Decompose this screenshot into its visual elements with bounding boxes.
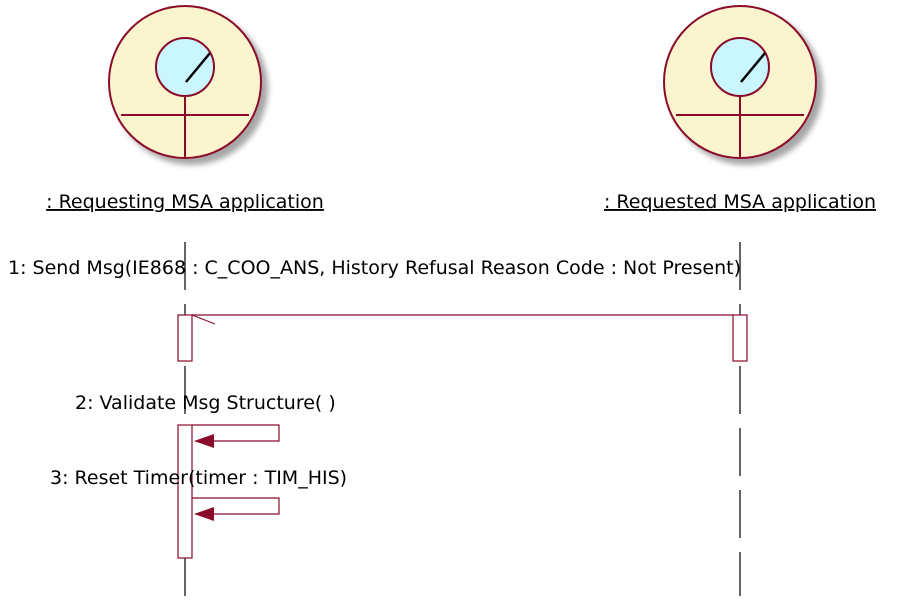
message-2[interactable]: 2: Validate Msg Structure( )	[75, 392, 336, 448]
activation-bar	[732, 314, 748, 362]
boundary-object-icon	[663, 5, 817, 159]
participant-name: : Requested MSA application	[604, 191, 876, 213]
boundary-object-icon	[108, 5, 262, 159]
message-1[interactable]: 1: Send Msg(IE868 : C_COO_ANS, History R…	[8, 257, 741, 325]
activation-bar	[177, 314, 193, 362]
message-label: 3: Reset Timer(timer : TIM_HIS)	[50, 467, 347, 489]
activation-bar	[177, 424, 193, 559]
participant-requested[interactable]: : Requested MSA application	[604, 5, 876, 596]
self-message-arrow	[192, 424, 280, 442]
self-message-arrow	[192, 497, 280, 515]
participant-name: : Requesting MSA application	[46, 191, 324, 213]
message-label: 1: Send Msg(IE868 : C_COO_ANS, History R…	[8, 257, 741, 279]
arrow-head-icon	[191, 314, 216, 325]
participant-requesting[interactable]: : Requesting MSA application	[46, 5, 324, 596]
message-3[interactable]: 3: Reset Timer(timer : TIM_HIS)	[50, 467, 347, 521]
message-label: 2: Validate Msg Structure( )	[75, 392, 336, 414]
arrow-head-icon	[194, 434, 214, 448]
arrow-head-icon	[194, 507, 214, 521]
